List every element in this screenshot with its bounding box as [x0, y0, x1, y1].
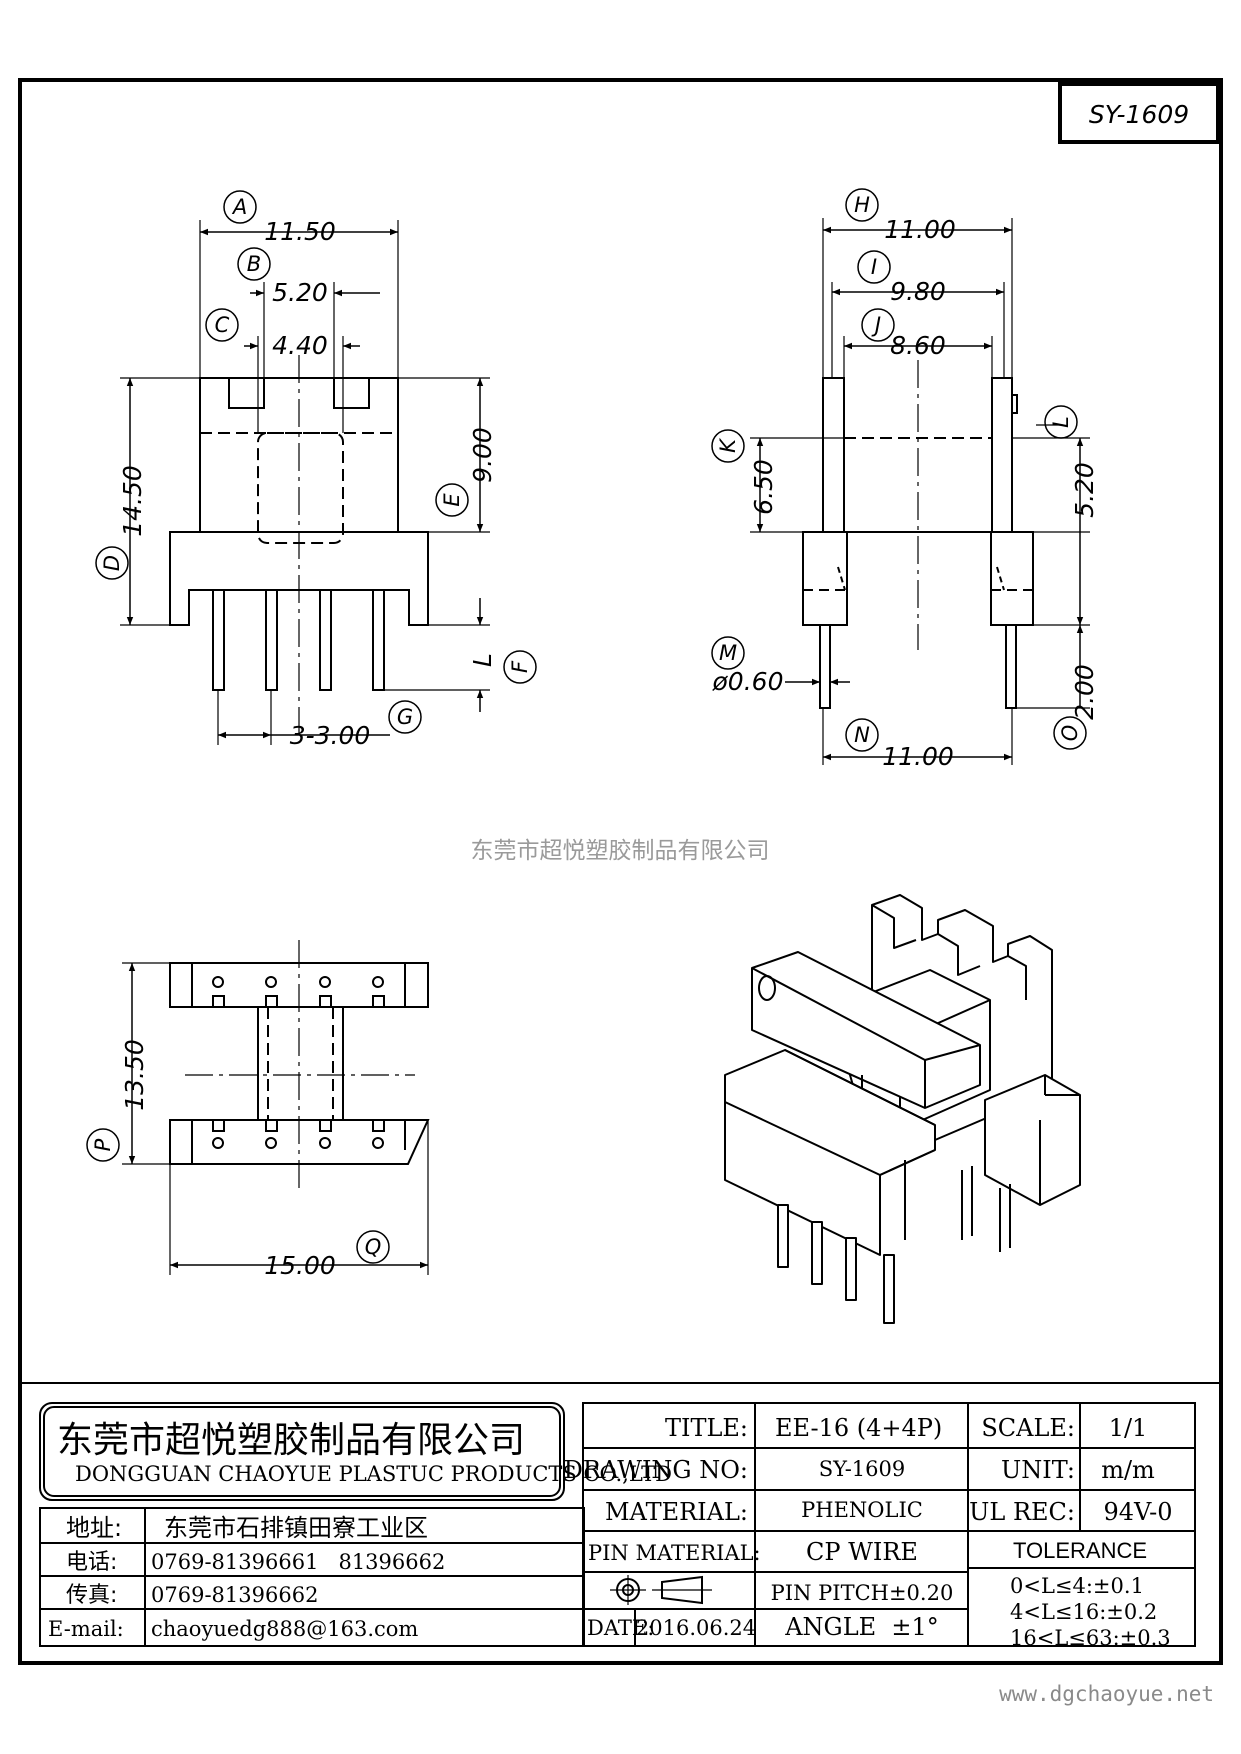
phone-value: 0769-81396661 81396662: [151, 1550, 445, 1574]
pin-material-label: PIN MATERIAL:: [588, 1541, 761, 1565]
dim-C-value: 4.40: [272, 331, 328, 360]
callout-K: K: [716, 437, 740, 453]
website-url: www.dgchaoyue.net: [999, 1682, 1214, 1706]
title-block-text: 东莞市超悦塑胶制品有限公司 DONGGUAN CHAOYUE PLASTUC P…: [48, 1414, 1173, 1650]
callout-C: C: [215, 313, 230, 337]
callout-O: O: [1058, 725, 1082, 742]
front-view-callout-letters: A B C D E F G: [100, 195, 532, 729]
dim-O-value: 2.00: [1070, 664, 1099, 720]
dim-A-value: 11.50: [264, 217, 336, 246]
callout-E: E: [440, 493, 464, 507]
bottom-view-dimension-text: 13.50 15.00: [120, 1039, 336, 1280]
callout-D: D: [100, 555, 124, 571]
drawing-id: SY-1609: [1089, 100, 1189, 129]
dim-K-value: 6.50: [749, 459, 778, 515]
pin-material-value: CP WIRE: [806, 1538, 918, 1566]
side-view: [750, 218, 1090, 765]
scale-value: 1/1: [1109, 1414, 1148, 1442]
tolerance-row-2: 4<L≤16:±0.2: [1010, 1600, 1157, 1624]
front-view: [120, 220, 490, 745]
watermark-text: 东莞市超悦塑胶制品有限公司: [471, 838, 770, 864]
callout-A: A: [231, 195, 247, 219]
dim-H-value: 11.00: [884, 215, 956, 244]
email-value: chaoyuedg888@163.com: [151, 1617, 418, 1641]
title-label: TITLE:: [665, 1414, 748, 1442]
title-value: EE-16 (4+4P): [775, 1414, 942, 1442]
dim-G-value: 3-3.00: [290, 721, 371, 750]
ul-rec-label: UL REC:: [969, 1498, 1075, 1526]
company-name-cn: 东莞市超悦塑胶制品有限公司: [57, 1420, 525, 1461]
tolerance-row-3: 16<L≤63:±0.3: [1010, 1626, 1171, 1650]
dim-I-value: 9.80: [890, 277, 946, 306]
callout-M: M: [719, 641, 737, 665]
sheet-border: [18, 78, 1223, 1665]
bottom-view-callouts: [86, 1128, 390, 1264]
unit-value: m/m: [1101, 1456, 1155, 1484]
dim-P-value: 13.50: [120, 1039, 149, 1111]
bottom-view: [122, 940, 430, 1275]
callout-H: H: [854, 193, 870, 217]
dim-L-value: 5.20: [1070, 462, 1099, 518]
drawing-no-value: SY-1609: [819, 1457, 905, 1481]
drawing-no-label: DRAWING NO:: [564, 1456, 748, 1484]
email-label: E-mail:: [48, 1617, 124, 1641]
ul-rec-value: 94V-0: [1103, 1498, 1172, 1526]
dim-N-value: 11.00: [882, 742, 954, 771]
callout-P: P: [91, 1138, 115, 1151]
date-label: DATE:: [587, 1616, 654, 1640]
callout-J: J: [871, 313, 881, 337]
callout-L: L: [1049, 416, 1073, 428]
scale-label: SCALE:: [981, 1414, 1075, 1442]
callout-B: B: [247, 252, 261, 276]
dim-Q-value: 15.00: [264, 1251, 336, 1280]
dim-F-value: L: [468, 653, 497, 667]
callout-Q: Q: [365, 1235, 382, 1259]
tolerance-header: TOLERANCE: [1013, 1538, 1147, 1563]
dim-J-value: 8.60: [890, 331, 946, 360]
callout-N: N: [854, 723, 870, 747]
drawing-id-box: SY-1609: [1058, 82, 1220, 144]
dim-B-value: 5.20: [272, 278, 328, 307]
pin-pitch-tolerance: PIN PITCH±0.20: [771, 1581, 954, 1605]
side-view-dimension-text: 11.00 9.80 8.60 6.50 5.20 ø0.60 2.00 11.…: [712, 215, 1099, 771]
dim-E-value: 9.00: [468, 427, 497, 483]
material-value: PHENOLIC: [801, 1498, 923, 1522]
material-label: MATERIAL:: [605, 1498, 748, 1526]
fax-label: 传真:: [66, 1583, 117, 1608]
front-view-callouts: [95, 190, 537, 734]
angle-tolerance: ANGLE ±1°: [784, 1613, 939, 1641]
callout-I: I: [871, 255, 877, 279]
isometric-view: [724, 894, 1081, 1324]
fax-value: 0769-81396662: [151, 1583, 318, 1607]
callout-F: F: [508, 660, 532, 673]
company-name-en: DONGGUAN CHAOYUE PLASTUC PRODUCTS CO.,LT…: [75, 1462, 672, 1486]
side-view-callouts: [711, 188, 1087, 752]
address-value: 东莞市石排镇田寮工业区: [164, 1514, 428, 1542]
tolerance-row-1: 0<L≤4:±0.1: [1010, 1574, 1144, 1598]
dim-D-value: 14.50: [118, 465, 147, 537]
unit-label: UNIT:: [1001, 1456, 1075, 1484]
callout-G: G: [397, 705, 413, 729]
dim-M-value: ø0.60: [712, 667, 784, 696]
date-value: 2016.06.24: [636, 1616, 756, 1640]
phone-label: 电话:: [66, 1550, 117, 1575]
address-label: 地址:: [66, 1514, 122, 1542]
bottom-view-callout-letters: P Q: [91, 1138, 381, 1259]
front-view-dimension-text: 11.50 5.20 4.40 14.50 9.00 L 3-3.00: [118, 217, 497, 750]
side-view-callout-letters: H I J K L M N O: [716, 193, 1082, 747]
title-block: [20, 1382, 1221, 1647]
